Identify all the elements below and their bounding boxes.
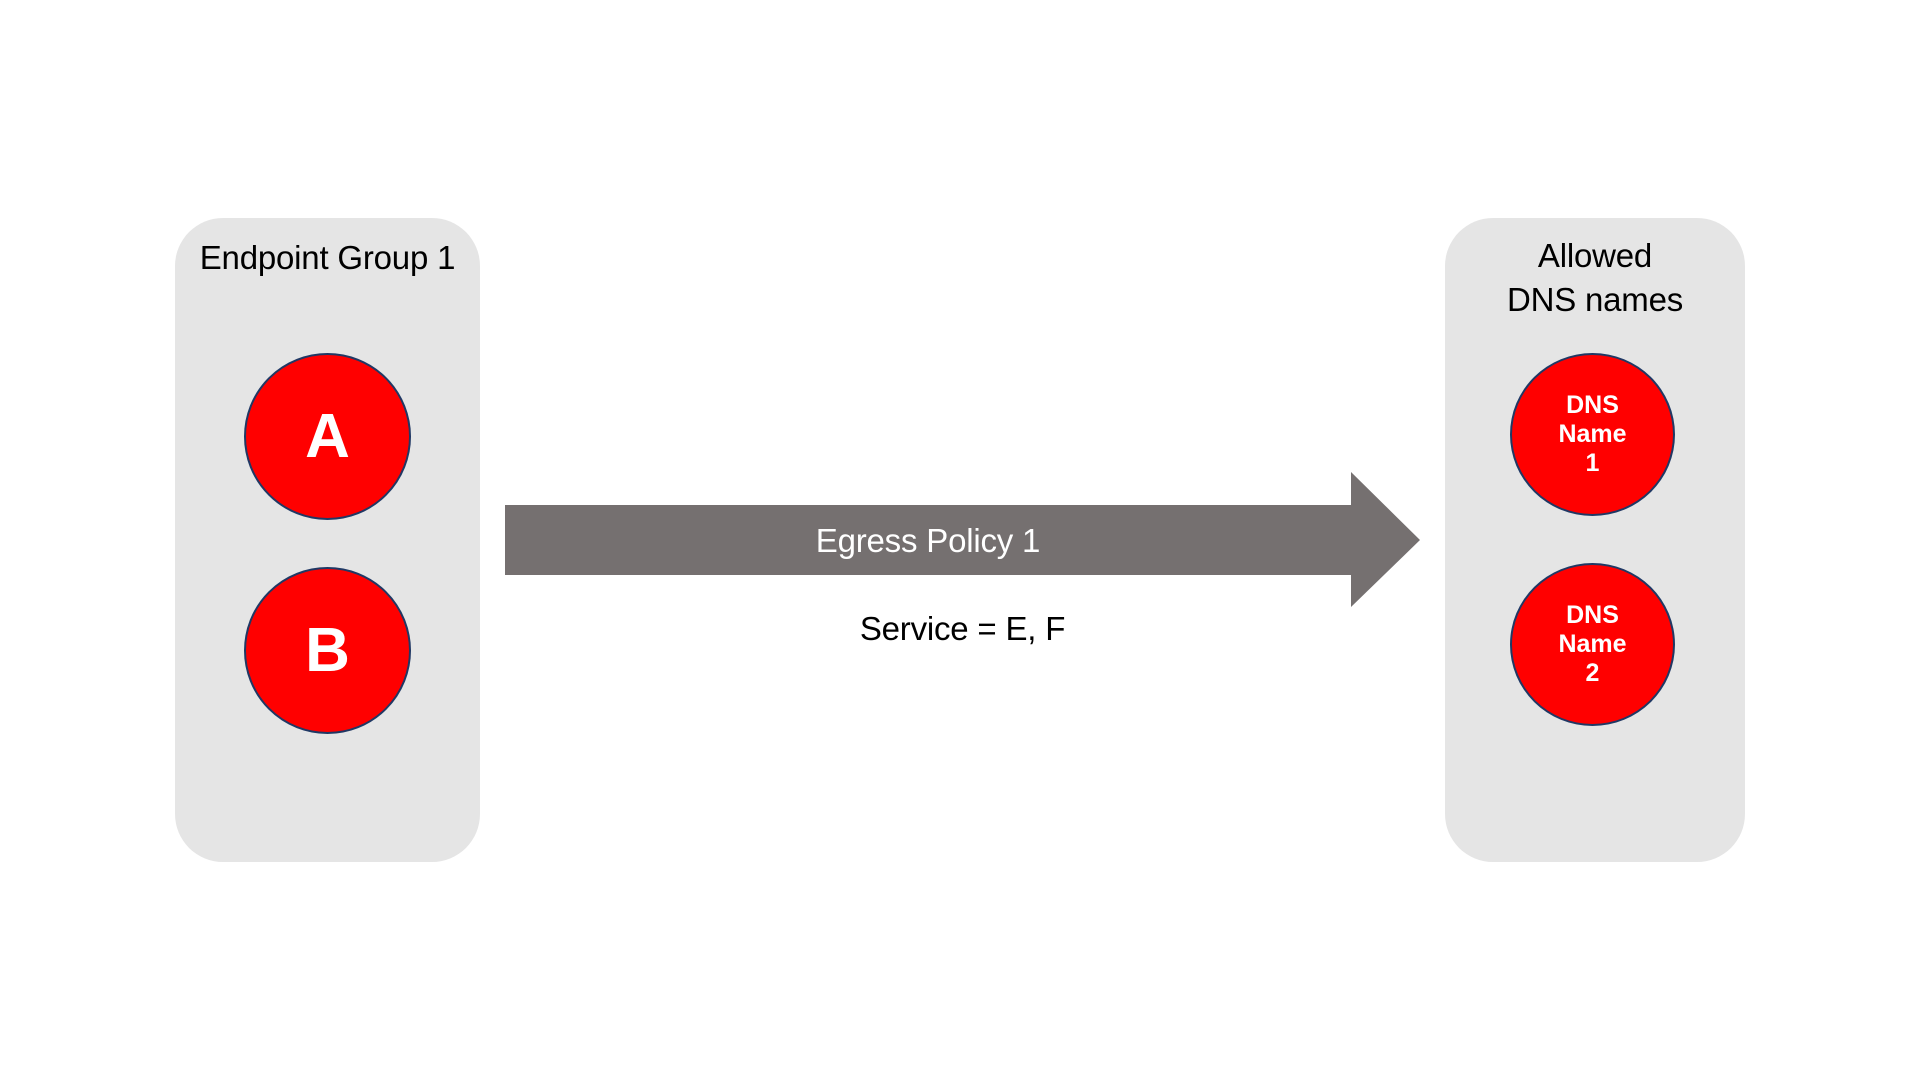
endpoint-node-b-label: B	[305, 615, 350, 685]
dns-name-node-1[interactable]: DNS Name 1	[1510, 353, 1675, 516]
endpoint-group-panel: Endpoint Group 1 A B	[175, 218, 480, 862]
endpoint-group-title: Endpoint Group 1	[199, 239, 456, 276]
egress-policy-arrow-icon	[505, 470, 1422, 610]
dns-name-node-1-label: DNS Name 1	[1558, 391, 1627, 477]
endpoint-node-b[interactable]: B	[244, 567, 411, 734]
allowed-dns-names-title: Allowed DNS names	[1506, 237, 1684, 318]
egress-policy-condition: Service = E, F	[859, 610, 1066, 647]
endpoint-node-a-label: A	[305, 401, 350, 471]
allowed-dns-names-panel: Allowed DNS names DNS Name 1 DNS Name 2	[1445, 218, 1745, 862]
dns-name-node-2[interactable]: DNS Name 2	[1510, 563, 1675, 726]
endpoint-node-a[interactable]: A	[244, 353, 411, 520]
dns-name-node-2-label: DNS Name 2	[1558, 601, 1627, 687]
